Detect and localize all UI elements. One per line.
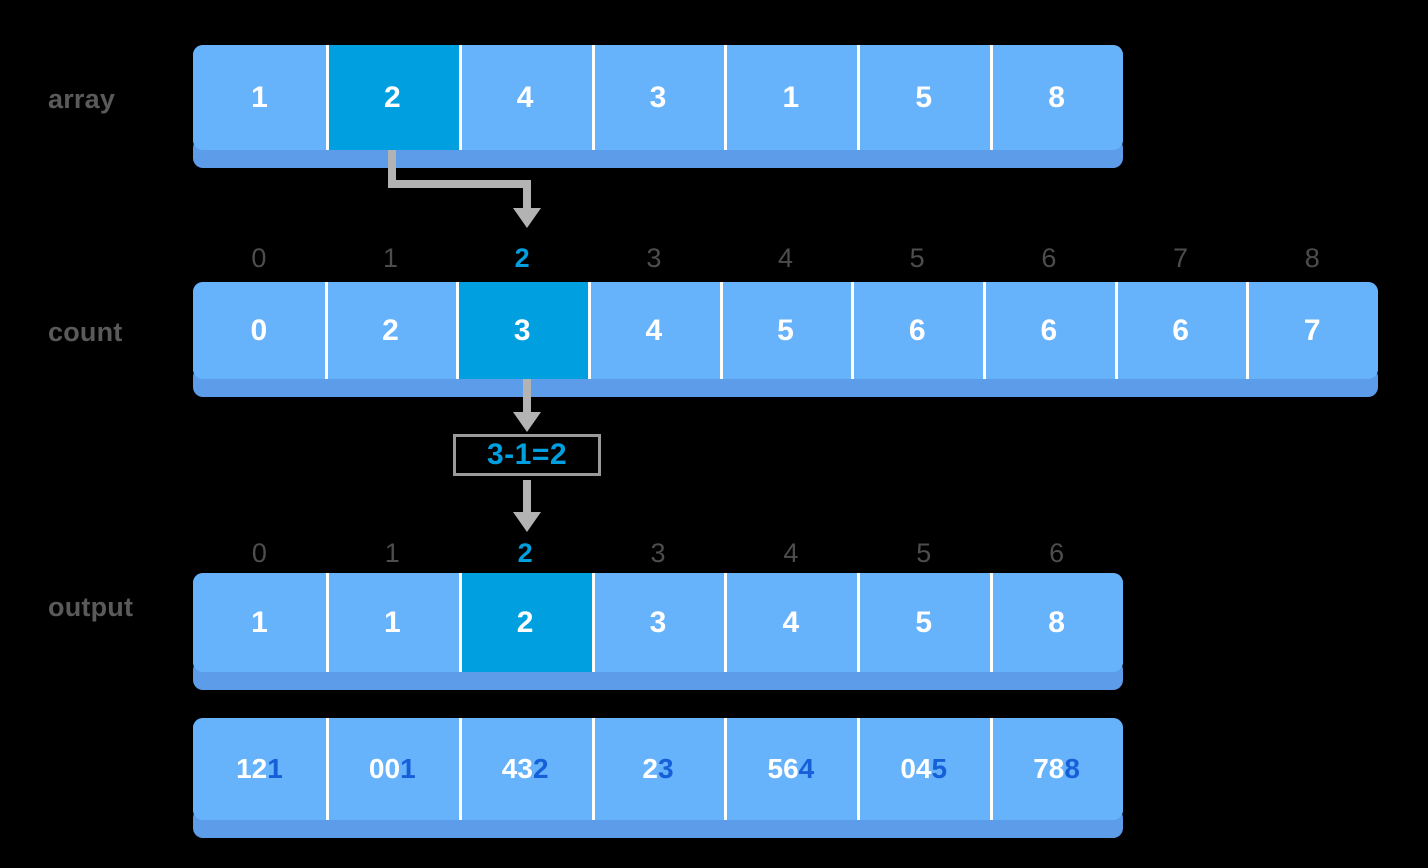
count-index-tick: 1 (382, 243, 399, 273)
combined-digits-cell: 788 (990, 718, 1123, 820)
output-cell: 5 (857, 573, 991, 672)
combined-digits-last: 1 (267, 753, 283, 784)
array-to-count-arrow-segment-down (388, 148, 396, 188)
array-cell: 1 (724, 45, 858, 150)
array-cell: 5 (857, 45, 991, 150)
output-index-tick: 5 (916, 538, 932, 568)
array-cell: 2 (325, 45, 459, 150)
count-cell: 6 (851, 282, 984, 379)
formula-box: 3-1=2 (453, 434, 601, 476)
output-cell: 1 (193, 573, 326, 672)
combined-digits-cell: 432 (458, 718, 592, 820)
count-cell: 4 (588, 282, 720, 379)
combined-digits-last: 8 (1064, 753, 1080, 784)
count-index-tick: 2 (514, 243, 530, 273)
count-index-tick: 0 (251, 243, 267, 273)
combined-digits-text: 788 (1033, 753, 1080, 785)
array-to-count-arrowhead (513, 208, 541, 228)
count-cell: 0 (193, 282, 325, 379)
count-cell: 6 (983, 282, 1115, 379)
combined-digits-prefix: 00 (368, 753, 401, 784)
output-index-ticks: 0 1 2 3 4 5 6 (193, 538, 1123, 569)
array-cell: 4 (458, 45, 592, 150)
output-cell: 2 (458, 573, 592, 672)
array-to-count-arrow-segment-right (388, 180, 531, 188)
count-index-ticks: 0 1 2 3 4 5 6 7 8 (193, 243, 1378, 274)
output-cell: 3 (591, 573, 725, 672)
combined-digits-text: 045 (900, 753, 947, 785)
count-index-tick: 7 (1173, 243, 1189, 273)
combined-digits-prefix: 56 (767, 753, 799, 784)
output-index-tick: 2 (517, 538, 533, 568)
array-cell: 8 (990, 45, 1123, 150)
count-index-tick: 5 (909, 243, 925, 273)
output-index-tick: 1 (384, 538, 400, 568)
combined-digits-last: 2 (532, 753, 549, 784)
combined-digits-prefix: 12 (236, 753, 268, 784)
output-cell: 4 (724, 573, 858, 672)
combined-digits-last: 1 (400, 753, 416, 784)
combined-digits-prefix: 78 (1033, 753, 1065, 784)
combined-digits-prefix: 2 (642, 753, 658, 784)
count-to-formula-arrowhead (513, 412, 541, 432)
count-index-tick: 8 (1304, 243, 1320, 273)
count-cell: 6 (1114, 282, 1247, 379)
formula-to-output-arrowhead (513, 512, 541, 532)
array-cell: 3 (591, 45, 725, 150)
combined-digits-cell: 564 (724, 718, 858, 820)
combined-digits-last: 3 (658, 753, 674, 784)
output-index-tick: 6 (1049, 538, 1065, 568)
combined-digits-cell: 001 (325, 718, 459, 820)
combined-digits-text: 432 (502, 753, 549, 785)
combined-digits-text: 121 (236, 753, 283, 785)
combined-digits-cell: 045 (857, 718, 991, 820)
array-to-count-arrow-segment-down2 (523, 180, 531, 210)
output-index-tick: 0 (251, 538, 267, 568)
output-index-tick: 4 (783, 538, 799, 568)
combined-digits-prefix: 04 (900, 753, 932, 784)
count-cell: 2 (324, 282, 457, 379)
combined-digits-last: 4 (798, 753, 815, 784)
array-cell: 1 (193, 45, 326, 150)
output-row-label: output (48, 592, 134, 622)
count-index-tick: 6 (1041, 243, 1057, 273)
count-cell: 7 (1246, 282, 1378, 379)
output-cell: 1 (325, 573, 459, 672)
output-index-tick: 3 (650, 538, 666, 568)
array-row-label: array (48, 84, 116, 114)
count-index-tick: 4 (778, 243, 794, 273)
count-index-tick: 3 (646, 243, 662, 273)
combined-digits-cell: 23 (591, 718, 725, 820)
combined-digits-text: 23 (642, 753, 673, 785)
formula-to-output-arrow-line (523, 480, 531, 518)
combined-digits-text: 001 (369, 753, 416, 785)
combined-digits-text: 564 (768, 753, 815, 785)
count-cell: 5 (719, 282, 852, 379)
combined-digits-last: 5 (931, 753, 948, 784)
output-cell: 8 (990, 573, 1123, 672)
count-row-label: count (48, 317, 123, 347)
combined-digits-prefix: 43 (501, 753, 533, 784)
count-cell: 3 (456, 282, 589, 379)
count-to-formula-arrow-line (523, 379, 531, 417)
combined-digits-cell: 121 (193, 718, 326, 820)
